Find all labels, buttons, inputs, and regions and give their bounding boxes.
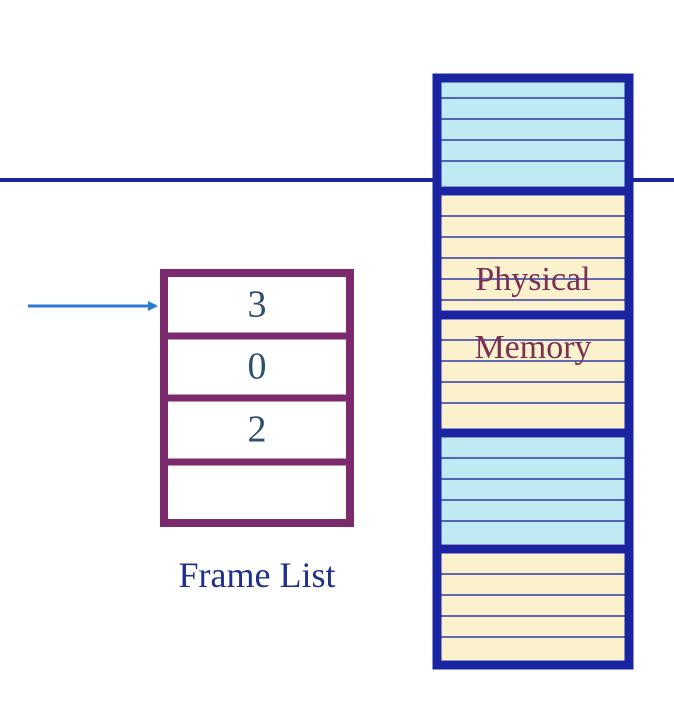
memory-stripes — [437, 97, 629, 638]
frame-list-entry-1: 3 — [248, 284, 267, 326]
physical-memory-label-line1: Physical — [475, 261, 590, 298]
memory-block-3 — [437, 320, 629, 428]
memory-block-5 — [437, 554, 629, 660]
physical-memory-column: Physical Memory — [432, 73, 634, 670]
physical-memory-border — [432, 73, 634, 670]
memory-block-4 — [437, 438, 629, 544]
frame-list-caption: Frame List — [179, 555, 336, 595]
physical-memory-label-line2: Memory — [474, 329, 591, 366]
memory-block-2 — [437, 196, 629, 310]
frame-list: 3 0 2 — [160, 269, 354, 527]
frame-list-entry-2: 0 — [248, 346, 267, 388]
memory-block-1 — [437, 78, 629, 186]
frame-list-entry-3: 2 — [248, 409, 267, 451]
